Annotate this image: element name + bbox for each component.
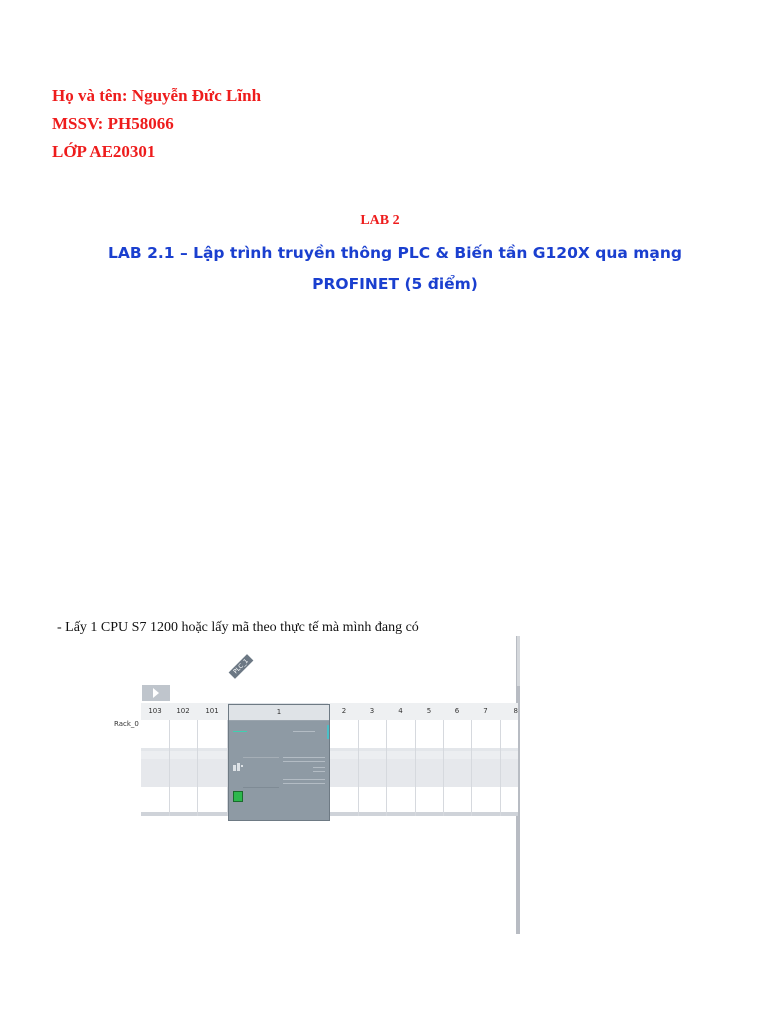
slot-number: 102 — [176, 707, 190, 715]
cpu-side-indicator — [327, 725, 329, 739]
slot-number: 5 — [426, 707, 432, 715]
cpu-slot-number: 1 — [276, 708, 282, 716]
slot-divider — [197, 720, 198, 816]
slot-divider — [169, 720, 170, 816]
slot-number: 7 — [483, 707, 488, 715]
slot-divider — [227, 720, 228, 816]
slot-number: 101 — [205, 707, 219, 715]
slot-divider — [471, 720, 472, 816]
slot-divider — [415, 720, 416, 816]
ethernet-port-icon[interactable] — [233, 791, 243, 802]
slot-number: 4 — [398, 707, 403, 715]
slot-divider — [358, 720, 359, 816]
siemens-logo — [233, 731, 247, 732]
status-led-icon — [233, 765, 236, 771]
cpu-module[interactable]: 1 — [228, 704, 330, 821]
cpu-module-header: 1 — [229, 705, 329, 721]
slot-divider — [443, 720, 444, 816]
slot-divider — [386, 720, 387, 816]
student-id: MSSV: PH58066 — [52, 114, 174, 133]
cpu-panel-line — [243, 787, 279, 788]
slot-number: 8 — [513, 707, 518, 715]
student-name: Họ và tên: Nguyễn Đức Lĩnh — [52, 86, 262, 105]
slot-number: 3 — [369, 707, 375, 715]
rack-label: Rack_0 — [114, 720, 139, 728]
plc-tag: PLC_1 — [228, 654, 254, 679]
device-view-screenshot: PLC_1 103 102 101 1 2 3 4 5 6 7 8 Rack_0… — [100, 636, 525, 936]
io-terminal-row — [283, 757, 325, 758]
class-code: LỚP AE20301 — [52, 142, 156, 161]
expand-button[interactable] — [142, 685, 170, 701]
io-terminal-row — [283, 783, 325, 784]
lab-label: LAB 2 — [360, 213, 400, 228]
slot-number: 2 — [341, 707, 347, 715]
divider-line — [516, 636, 520, 934]
cpu-model-text — [293, 731, 315, 732]
play-arrow-icon — [153, 688, 159, 698]
instruction-text: - Lấy 1 CPU S7 1200 hoặc lấy mã theo thự… — [57, 620, 419, 635]
slot-divider — [500, 720, 501, 816]
cpu-text — [313, 767, 325, 768]
io-terminal-row — [283, 779, 325, 780]
cpu-text — [313, 771, 325, 772]
lab-title-line-2: PROFINET (5 điểm) — [312, 275, 478, 293]
slot-number: 103 — [148, 707, 162, 715]
divider-line-top — [517, 636, 520, 686]
status-led-icon — [241, 765, 243, 767]
io-terminal-row — [283, 761, 325, 762]
lab-title-line-1: LAB 2.1 – Lập trình truyền thông PLC & B… — [108, 244, 682, 262]
slot-number: 6 — [454, 707, 460, 715]
status-led-icon — [237, 763, 240, 771]
cpu-panel-line — [243, 757, 279, 758]
